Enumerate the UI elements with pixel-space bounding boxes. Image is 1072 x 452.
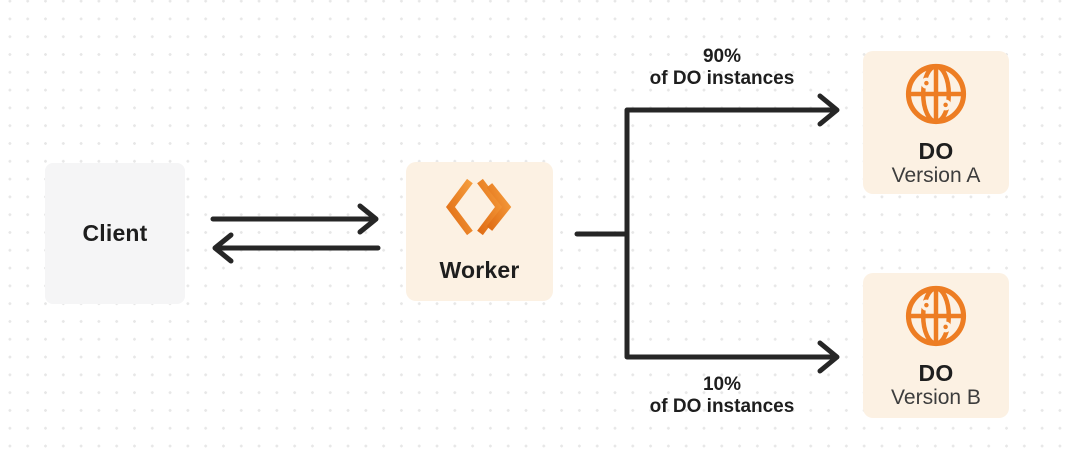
- worker-label: Worker: [439, 257, 520, 283]
- node-do-version-a: DO Version A: [863, 51, 1009, 194]
- edge-label-version-a: 90% of DO instances: [612, 46, 832, 90]
- arrowhead-to-version-a-icon: [817, 93, 840, 127]
- edge-percent: 10%: [702, 374, 742, 395]
- edge-caption: of DO instances: [649, 68, 795, 89]
- edge-percent: 90%: [702, 46, 742, 67]
- branch-fork-line: [624, 107, 837, 360]
- workers-chevron-icon: [445, 178, 511, 236]
- globe-icon: [905, 63, 967, 125]
- do-b-title: DO: [918, 360, 954, 386]
- arrowhead-to-version-b-icon: [817, 340, 840, 374]
- node-worker: Worker: [406, 162, 553, 301]
- do-b-subtitle: Version B: [891, 386, 981, 409]
- node-do-version-b: DO Version B: [863, 273, 1009, 418]
- globe-icon: [905, 285, 967, 347]
- arrowhead-left-icon: [212, 232, 234, 264]
- client-label: Client: [82, 220, 148, 246]
- node-client: Client: [45, 163, 185, 304]
- arrowhead-right-icon: [357, 203, 379, 235]
- edge-label-version-b: 10% of DO instances: [612, 374, 832, 418]
- edge-caption: of DO instances: [649, 396, 795, 417]
- do-a-title: DO: [918, 138, 954, 164]
- do-a-subtitle: Version A: [891, 164, 981, 187]
